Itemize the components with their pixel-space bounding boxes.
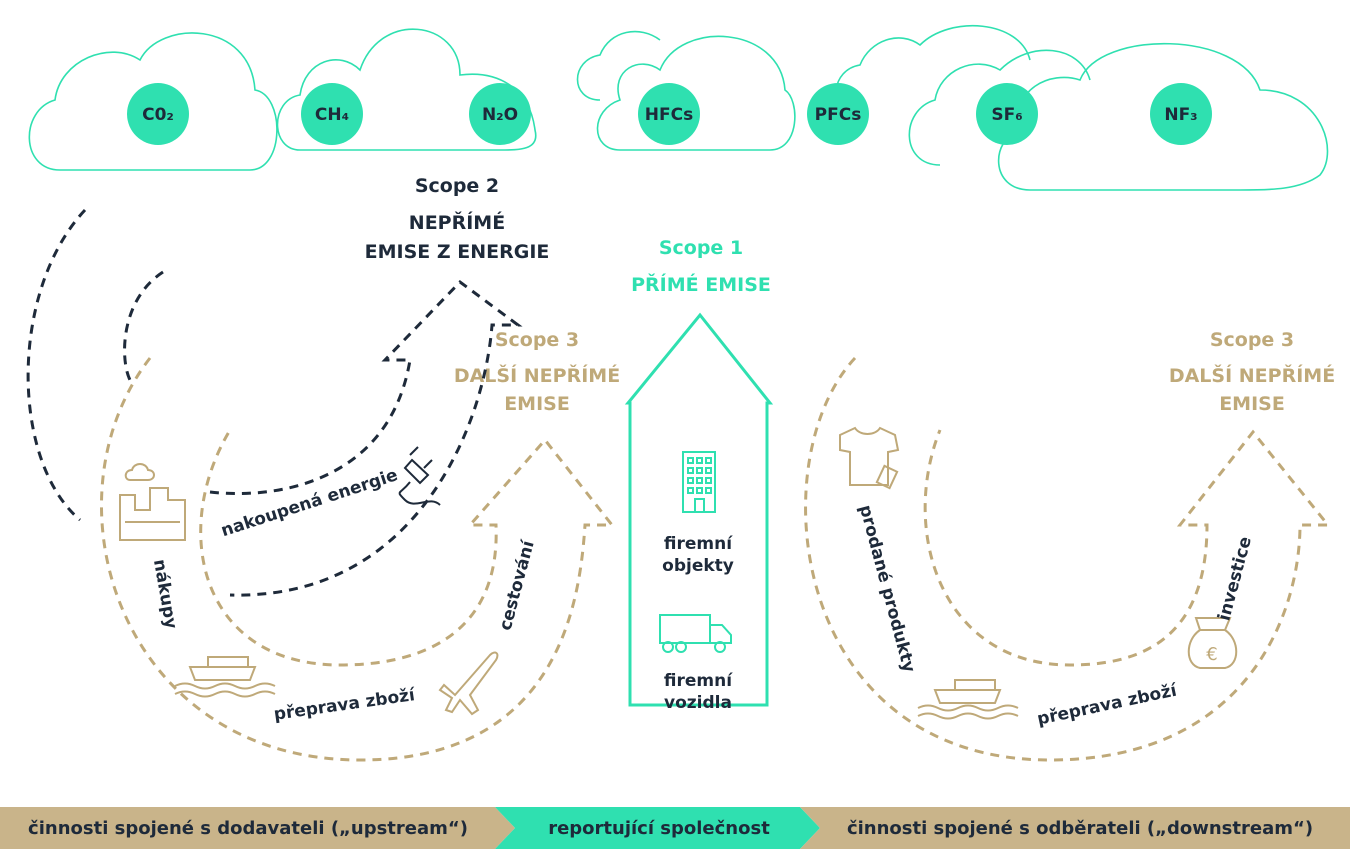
transport-right-label: přeprava zboží: [1035, 680, 1179, 729]
gas-n2o: N₂O: [469, 83, 531, 145]
gas-nf3: NF₃: [1150, 83, 1212, 145]
gas-ch4-label: CH₄: [315, 105, 349, 125]
svg-text:€: €: [1206, 644, 1217, 665]
truck-icon: [659, 614, 732, 653]
scope2-title: Scope 2: [415, 175, 499, 197]
gas-co2-label: C0₂: [142, 105, 174, 125]
scope1-arrow: [624, 312, 774, 707]
gas-co2: C0₂: [127, 83, 189, 145]
buildings-label-line1: firemní: [664, 534, 733, 554]
gas-hfcs-label: HFCs: [645, 105, 693, 125]
gas-nf3-label: NF₃: [1164, 105, 1197, 125]
buildings-label-line2: objekty: [662, 556, 734, 576]
scope3-right-arrow: [804, 356, 1332, 762]
cloud-right-middle: [908, 49, 1091, 166]
money-bag-icon: €: [1187, 617, 1238, 669]
gas-sf6: SF₆: [976, 83, 1038, 145]
gas-sf6-label: SF₆: [991, 105, 1022, 125]
vehicles-label-line2: vozidla: [664, 693, 732, 713]
band-upstream-label: činnosti spojené s dodavateli („upstream…: [28, 818, 468, 839]
scope3-left-line1: DALŠÍ NEPŘÍMÉ: [454, 363, 620, 387]
band-company: [495, 807, 820, 849]
sold-products-label: prodané produkty: [855, 503, 919, 675]
cloud-middle-back: [576, 30, 661, 101]
cloud-middle-left: [276, 28, 537, 151]
vehicles-label-line1: firemní: [664, 671, 733, 691]
investments-label: investice: [1214, 534, 1256, 622]
cloud-left: [28, 32, 278, 171]
band-downstream-label: činnosti spojené s odběrateli („downstre…: [847, 818, 1313, 839]
band-company-label: reportující společnost: [548, 818, 770, 839]
plug-icon: [398, 446, 441, 506]
value-chain-band: činnosti spojené s dodavateli („upstream…: [0, 807, 1350, 849]
cloud-middle: [596, 35, 796, 151]
band-upstream: [0, 807, 515, 849]
band-downstream: [800, 807, 1350, 849]
scope3-left-line2: EMISE: [504, 393, 570, 415]
scope3-left-heading: Scope 3 DALŠÍ NEPŘÍMÉ EMISE: [454, 329, 620, 415]
gas-pfcs: PFCs: [807, 83, 869, 145]
airplane-icon: [438, 651, 499, 716]
scope1-line1: PŘÍMÉ EMISE: [631, 273, 771, 296]
scope3-right-line2: EMISE: [1219, 393, 1285, 415]
scope3-left-arrow: [99, 357, 616, 762]
scope3-left-title: Scope 3: [495, 329, 579, 351]
building-icon: [682, 451, 716, 513]
factory-icon: [119, 463, 186, 541]
gas-list: C0₂ CH₄ N₂O HFCs PFCs SF₆ NF₃: [127, 83, 1212, 145]
scope1-title: Scope 1: [659, 237, 743, 259]
gas-ch4: CH₄: [301, 83, 363, 145]
scope3-right-heading: Scope 3 DALŠÍ NEPŘÍMÉ EMISE: [1169, 329, 1335, 415]
scope2-heading: Scope 2 NEPŘÍMÉ EMISE Z ENERGIE: [365, 175, 550, 263]
scope1-heading: Scope 1 PŘÍMÉ EMISE: [631, 237, 771, 296]
scope2-line2: EMISE Z ENERGIE: [365, 241, 550, 263]
ship-icon: [174, 656, 276, 698]
scope3-right-line1: DALŠÍ NEPŘÍMÉ: [1169, 363, 1335, 387]
scope3-right-title: Scope 3: [1210, 329, 1294, 351]
gas-n2o-label: N₂O: [482, 105, 518, 125]
travel-label: cestování: [496, 538, 539, 633]
scope2-arrow: [26, 208, 523, 597]
energy-label: nakoupená energie: [219, 465, 401, 541]
gas-hfcs: HFCs: [638, 83, 700, 145]
shirt-icon: [839, 426, 900, 490]
gas-pfcs-label: PFCs: [815, 105, 862, 125]
ship-icon-right: [917, 679, 1019, 720]
purchases-label: nákupy: [149, 558, 181, 631]
transport-left-label: přeprava zboží: [273, 685, 418, 725]
scope2-line1: NEPŘÍMÉ: [409, 211, 505, 234]
